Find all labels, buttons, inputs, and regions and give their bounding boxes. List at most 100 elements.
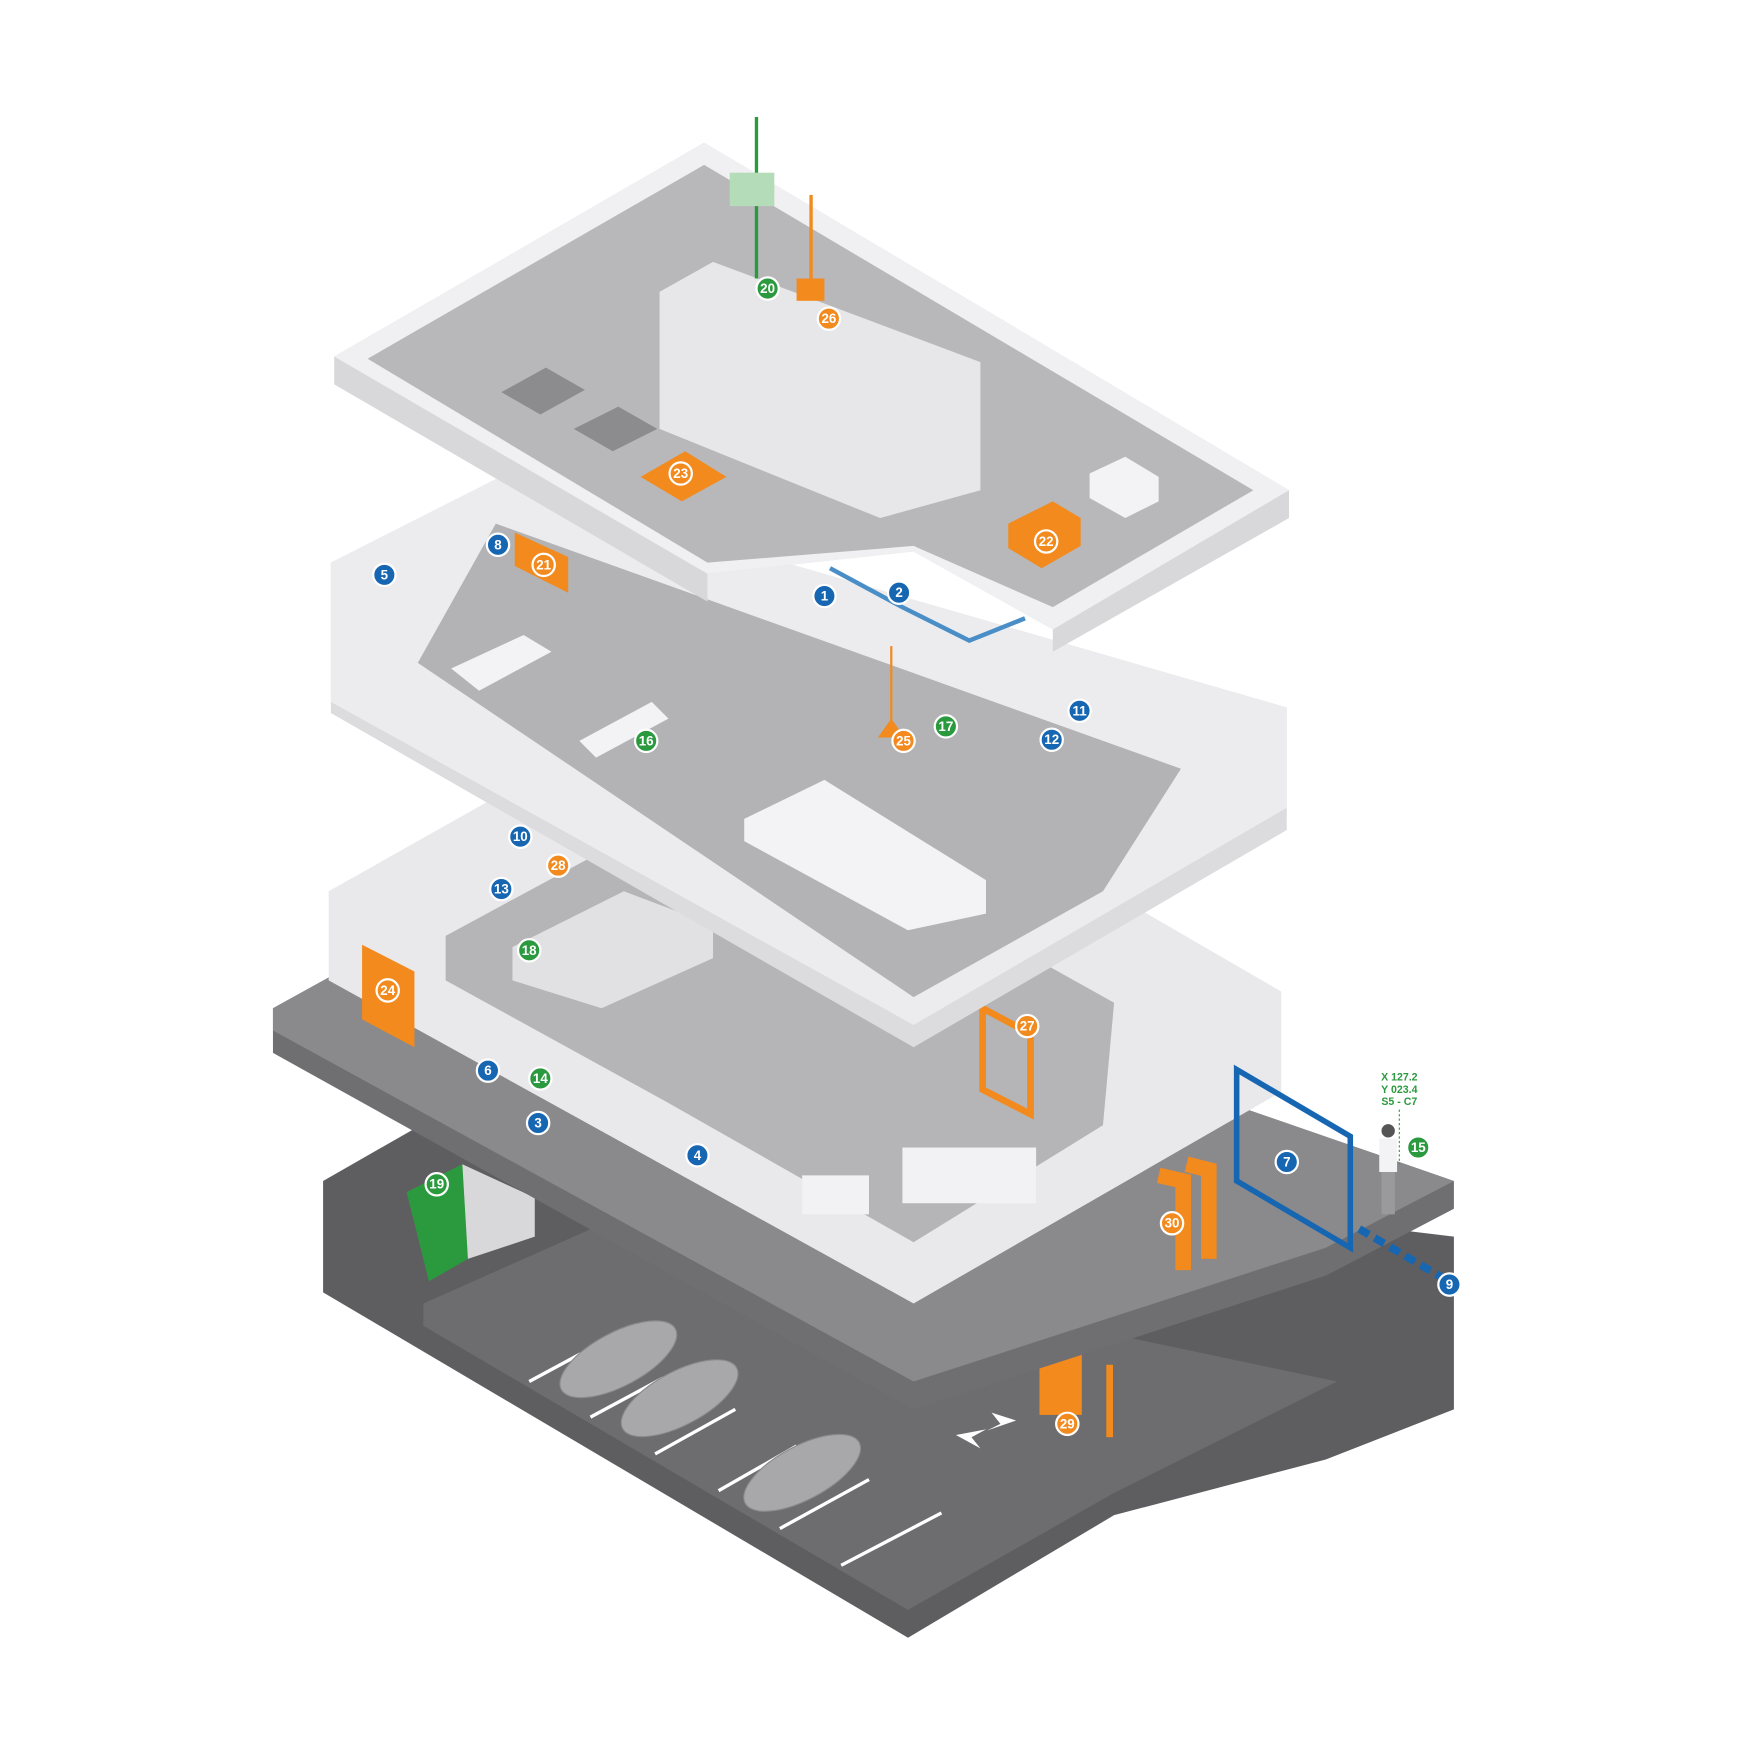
marker-number: 7 [1283, 1154, 1290, 1169]
office-floor [330, 479, 1287, 1048]
marker-circle [525, 1110, 551, 1136]
marker-30[interactable]: 30 [1159, 1211, 1185, 1236]
marker-number: 29 [1060, 1416, 1075, 1431]
server-rack [406, 1164, 535, 1282]
elevator-door [979, 1002, 1034, 1120]
marker-number: 11 [1073, 703, 1088, 718]
marker-circle [933, 714, 959, 739]
marker-number: 19 [429, 1177, 444, 1192]
marker-16[interactable]: 16 [633, 728, 659, 754]
condenser-unit [1089, 456, 1159, 519]
marker-number: 8 [494, 537, 502, 552]
marker-3[interactable]: 3 [525, 1110, 551, 1136]
marker-22[interactable]: 22 [1033, 529, 1059, 554]
marker-number: 10 [513, 829, 528, 844]
readout-x: X 127.2 [1381, 1072, 1418, 1084]
marker-2[interactable]: 2 [886, 580, 912, 605]
marker-circle [1405, 1135, 1431, 1160]
marker-5[interactable]: 5 [372, 562, 397, 588]
roof [334, 116, 1290, 652]
security-fence [1233, 1064, 1354, 1253]
marker-number: 30 [1165, 1216, 1180, 1231]
marker-14[interactable]: 14 [528, 1066, 553, 1091]
marker-number: 3 [534, 1115, 541, 1130]
readout-y: Y 023.4 [1381, 1084, 1417, 1096]
marker-12[interactable]: 12 [1039, 727, 1064, 753]
marker-7[interactable]: 7 [1274, 1149, 1300, 1175]
marker-number: 17 [938, 719, 953, 734]
marker-number: 14 [533, 1071, 548, 1086]
marker-circle [489, 876, 514, 902]
marker-number: 2 [895, 585, 902, 600]
marker-circle [1274, 1149, 1300, 1175]
marker-circle [528, 1066, 553, 1091]
marker-number: 6 [484, 1063, 491, 1078]
parked-cars [559, 1320, 862, 1512]
marker-circle [475, 1058, 501, 1083]
marker-number: 18 [522, 943, 537, 958]
sprinkler-pipe [828, 566, 1026, 644]
marker-number: 24 [380, 983, 395, 998]
marker-circle [485, 532, 511, 558]
marker-number: 16 [639, 733, 654, 748]
marker-10[interactable]: 10 [508, 824, 533, 849]
marker-24[interactable]: 24 [375, 978, 400, 1003]
traffic-light [1106, 1364, 1113, 1438]
marker-21[interactable]: 21 [531, 552, 556, 578]
marker-circle [1067, 698, 1092, 724]
marker-circle [755, 276, 780, 301]
marker-18[interactable]: 18 [516, 938, 542, 963]
marker-13[interactable]: 13 [489, 876, 514, 902]
marker-number: 21 [536, 557, 551, 572]
marker-number: 27 [1020, 1019, 1035, 1034]
marker-circle [812, 583, 837, 609]
marker-circle [545, 853, 571, 878]
marker-9[interactable]: 9 [1437, 1272, 1462, 1297]
marker-circle [891, 728, 916, 754]
marker-28[interactable]: 28 [545, 853, 571, 878]
marker-8[interactable]: 8 [485, 532, 511, 558]
marker-number: 23 [673, 466, 688, 481]
marker-circle [886, 580, 912, 605]
marker-number: 15 [1411, 1140, 1426, 1155]
readout-zone: S5 - C7 [1381, 1096, 1417, 1108]
marker-number: 25 [896, 733, 911, 748]
marker-number: 9 [1446, 1277, 1453, 1292]
marker-circle [1014, 1013, 1040, 1039]
marker-15[interactable]: 15 [1405, 1135, 1431, 1160]
marker-circle [508, 824, 533, 849]
marker-number: 5 [381, 567, 389, 582]
marker-11[interactable]: 11 [1067, 698, 1092, 724]
desk [451, 635, 552, 691]
reception-desk [512, 891, 714, 1009]
desk [579, 701, 669, 758]
marker-27[interactable]: 27 [1014, 1013, 1040, 1039]
marker-circle [424, 1172, 449, 1197]
vent-grille [501, 367, 585, 415]
marker-number: 13 [494, 882, 509, 897]
lounge-sofa [802, 1175, 869, 1215]
marker-4[interactable]: 4 [685, 1143, 710, 1168]
marker-26[interactable]: 26 [816, 306, 842, 331]
meeting-table [744, 779, 986, 931]
marker-19[interactable]: 19 [424, 1172, 449, 1197]
marker-circle [516, 938, 542, 963]
marker-17[interactable]: 17 [933, 714, 959, 739]
marker-number: 4 [694, 1148, 702, 1163]
stair-housing [659, 261, 981, 519]
marker-circle [668, 461, 693, 486]
marker-29[interactable]: 29 [1055, 1411, 1080, 1437]
marker-6[interactable]: 6 [475, 1058, 501, 1083]
marker-20[interactable]: 20 [755, 276, 780, 301]
marker-circle [633, 728, 659, 754]
marker-circle [1437, 1272, 1462, 1297]
marker-23[interactable]: 23 [668, 461, 693, 486]
marker-25[interactable]: 25 [891, 728, 916, 754]
marker-circle [1033, 529, 1059, 554]
marker-circle [685, 1143, 710, 1168]
exhaust-pipes [1156, 1156, 1217, 1271]
cellular-antenna [729, 172, 775, 207]
marker-1[interactable]: 1 [812, 583, 837, 609]
